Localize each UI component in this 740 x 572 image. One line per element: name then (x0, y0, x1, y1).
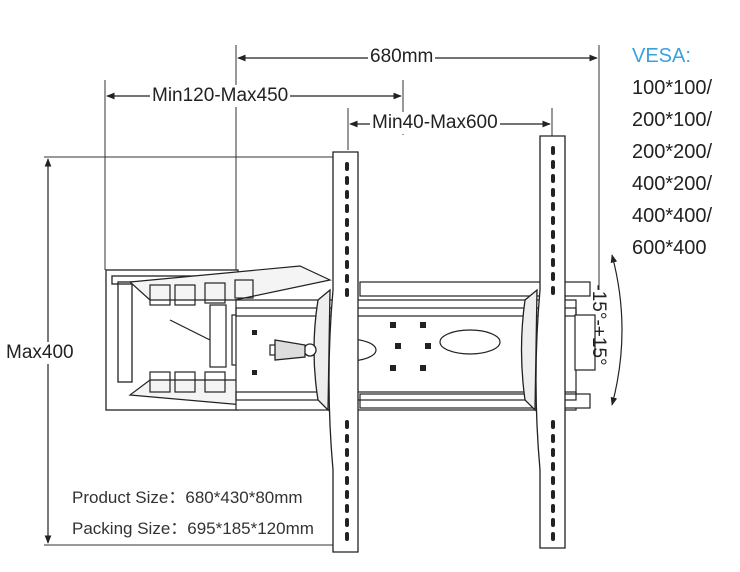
vesa-pattern: 200*200/ (632, 141, 713, 163)
bracket-slot (345, 204, 349, 213)
vesa-panel: VESA: 100*100/ 200*100/ 200*200/ 400*200… (632, 40, 712, 264)
bracket-slot (345, 274, 349, 283)
bracket-slot (345, 504, 349, 513)
rail-holes (252, 322, 431, 375)
bracket-slot (345, 260, 349, 269)
bracket-slot (551, 272, 555, 281)
bracket-holes-right (551, 146, 555, 541)
bracket-slot (345, 246, 349, 255)
vesa-pattern: 400*200/ (632, 173, 713, 195)
bracket-slot (551, 188, 555, 197)
vesa-pattern: 200*100/ (632, 109, 713, 131)
bracket-slot (551, 420, 555, 429)
bracket-slot (551, 434, 555, 443)
bracket-slot (551, 258, 555, 267)
bracket-slot (345, 448, 349, 457)
bracket-slot (345, 490, 349, 499)
arm-extension-label: Min120-Max450 (150, 85, 291, 107)
tilt-label: -15°-+15° (588, 284, 609, 366)
bracket-slot (551, 230, 555, 239)
vesa-title: VESA: (632, 45, 691, 67)
vertical-bracket-left (274, 151, 359, 553)
bracket-slot (551, 448, 555, 457)
bracket-slot (345, 218, 349, 227)
vesa-pattern: 600*400 (632, 237, 707, 259)
bracket-slot (551, 504, 555, 513)
bracket-slot (551, 146, 555, 155)
overall-width-label: 680mm (368, 46, 436, 68)
bracket-slot (345, 476, 349, 485)
vesa-pattern: 400*400/ (632, 205, 713, 227)
bracket-slot (345, 518, 349, 527)
height-label: Max400 (6, 342, 74, 364)
bracket-slot (345, 434, 349, 443)
tilt-arc (610, 254, 623, 406)
bracket-slot (345, 532, 349, 541)
bracket-slot (551, 476, 555, 485)
bracket-slot (551, 518, 555, 527)
extension-lines (44, 45, 600, 546)
bracket-slot (345, 162, 349, 171)
bracket-holes-left (345, 162, 349, 541)
bracket-slot (551, 532, 555, 541)
bracket-slot (345, 462, 349, 471)
vertical-bracket-right (520, 135, 566, 549)
bracket-slot (345, 288, 349, 297)
bracket-slot (551, 462, 555, 471)
packing-size-label: Packing Size：695*185*120mm (72, 519, 314, 538)
bracket-slot (551, 174, 555, 183)
bracket-slot (345, 176, 349, 185)
bracket-slot (345, 420, 349, 429)
vesa-pattern: 100*100/ (632, 77, 713, 99)
bracket-slot (551, 286, 555, 295)
bracket-slot (551, 202, 555, 211)
bracket-slot (551, 490, 555, 499)
bracket-slot (551, 160, 555, 169)
product-size-label: Product Size：680*430*80mm (72, 488, 303, 507)
bracket-slot (551, 244, 555, 253)
bracket-slot (345, 190, 349, 199)
bracket-slot (551, 216, 555, 225)
bracket-spacing-label: Min40-Max600 (370, 112, 500, 134)
bracket-slot (345, 232, 349, 241)
